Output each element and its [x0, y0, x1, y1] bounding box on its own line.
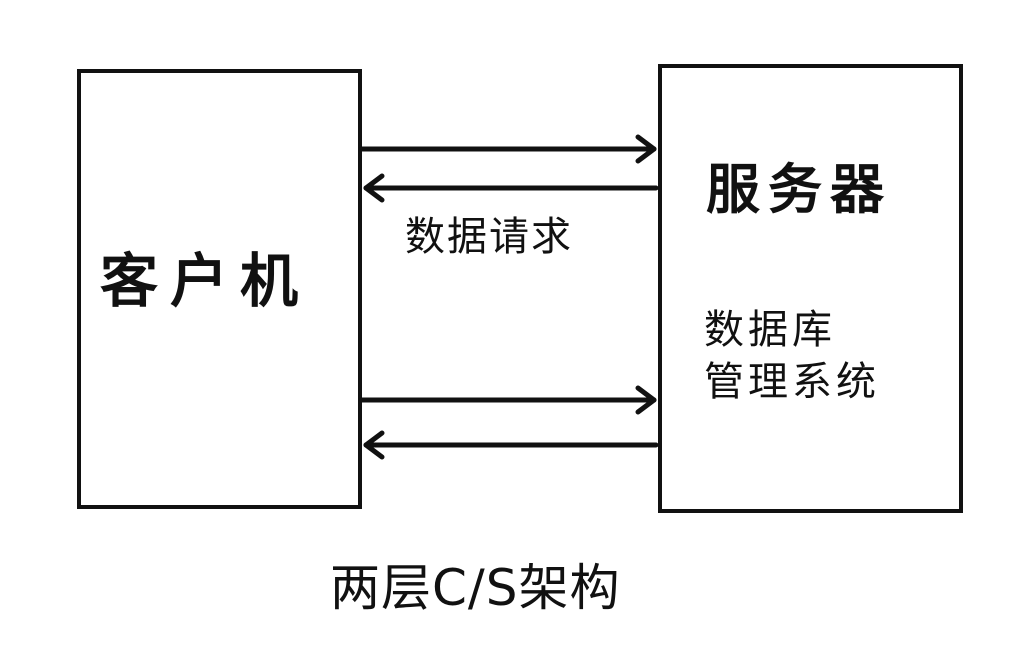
arrow-server-to-client-upper — [363, 173, 659, 203]
arrow-client-to-server-lower — [359, 385, 657, 415]
arrow-server-to-client-lower — [363, 430, 659, 460]
arrow-client-to-server-upper — [359, 134, 657, 164]
data-request-label: 数据请求 — [405, 214, 573, 260]
server-title: 服务器 — [706, 158, 892, 221]
server-box — [658, 64, 963, 513]
diagram-caption: 两层C/S架构 — [330, 559, 621, 617]
client-label: 客户机 — [100, 247, 311, 315]
server-subtitle-line2: 管理系统 — [704, 359, 880, 405]
client-box — [77, 69, 362, 509]
server-subtitle-line1: 数据库 — [704, 307, 836, 353]
